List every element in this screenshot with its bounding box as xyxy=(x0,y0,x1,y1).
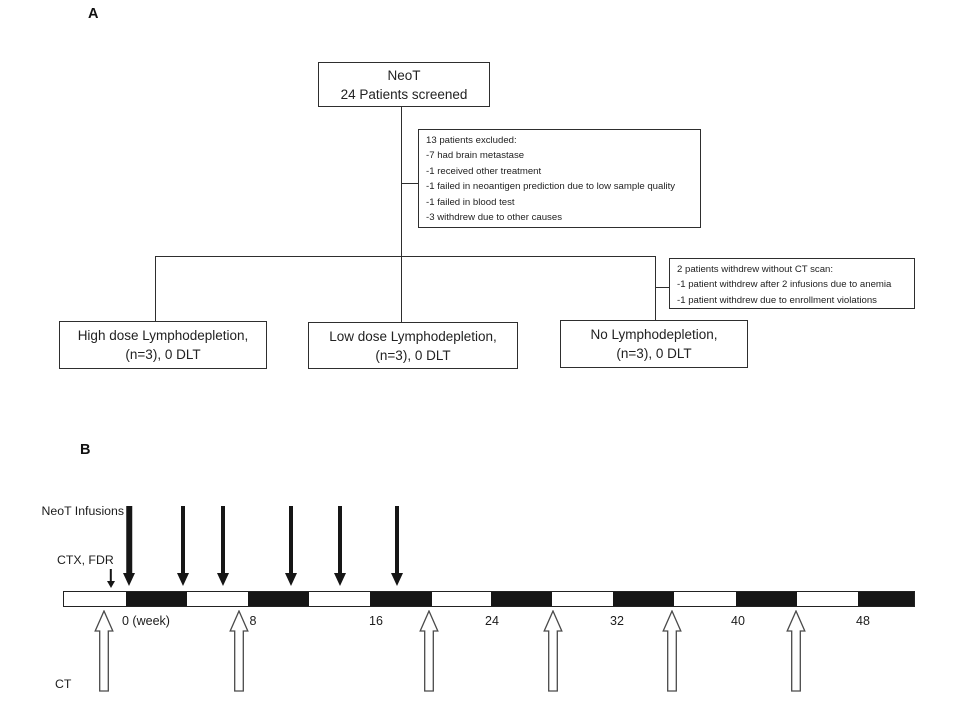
arm-box-no-lympho: No Lymphodepletion, (n=3), 0 DLT xyxy=(560,320,748,368)
ctx-fdr-label: CTX, FDR xyxy=(57,553,114,567)
screening-box-line1: NeoT xyxy=(387,67,421,83)
timeline-segment-black xyxy=(369,592,432,606)
timeline-segment-black xyxy=(247,592,309,606)
arm-box-line2: (n=3), 0 DLT xyxy=(125,347,201,362)
ct-arrow-icon xyxy=(94,610,114,692)
exclusion-box: 13 patients excluded: -7 had brain metas… xyxy=(418,129,701,228)
week-label-32: 32 xyxy=(610,614,624,628)
connector-line-drop-left xyxy=(155,256,157,321)
exclusion-line: -1 failed in blood test xyxy=(426,196,515,208)
screening-box: NeoT 24 Patients screened xyxy=(318,62,490,107)
ct-arrow-icon xyxy=(662,610,682,692)
connector-line-vertical-main xyxy=(401,107,403,256)
ct-arrow-icon xyxy=(419,610,439,692)
timeline-segment-black xyxy=(612,592,674,606)
timeline-segment-black xyxy=(125,592,187,606)
screening-box-line2: 24 Patients screened xyxy=(340,86,468,102)
ct-arrow-icon xyxy=(229,610,249,692)
connector-line-to-exclusion xyxy=(401,183,419,185)
arm-box-high-dose: High dose Lymphodepletion, (n=3), 0 DLT xyxy=(59,321,267,369)
ct-label: CT xyxy=(55,677,72,691)
neot-infusions-label: NeoT Infusions xyxy=(41,504,124,518)
withdrawal-line: -1 patient withdrew after 2 infusions du… xyxy=(677,279,892,291)
timeline-bar xyxy=(63,591,915,607)
timeline-segment-black xyxy=(490,592,552,606)
week-label-24: 24 xyxy=(485,614,499,628)
arm-box-line1: Low dose Lymphodepletion, xyxy=(329,328,497,344)
week-label-16: 16 xyxy=(369,614,383,628)
timeline-segment-black xyxy=(735,592,797,606)
exclusion-line: -1 failed in neoantigen prediction due t… xyxy=(426,181,676,193)
exclusion-line: -1 received other treatment xyxy=(426,165,542,177)
week-label-8: 8 xyxy=(249,614,257,628)
connector-line-branch xyxy=(155,256,656,258)
arm-box-line1: High dose Lymphodepletion, xyxy=(77,328,249,343)
week-label-40: 40 xyxy=(731,614,745,628)
withdrawal-box: 2 patients withdrew without CT scan: -1 … xyxy=(669,258,915,309)
arm-box-line2: (n=3), 0 DLT xyxy=(375,347,451,363)
timeline-segment-black xyxy=(857,592,914,606)
week-label-0: 0 (week) xyxy=(122,614,170,628)
week-label-48: 48 xyxy=(856,614,870,628)
panel-b-label: B xyxy=(80,442,91,458)
exclusion-line: 13 patients excluded: xyxy=(426,135,517,146)
connector-line-drop-mid xyxy=(401,256,403,322)
withdrawal-line: -1 patient withdrew due to enrollment vi… xyxy=(677,294,877,306)
withdrawal-line: 2 patients withdrew without CT scan: xyxy=(677,264,834,275)
arm-box-line2: (n=3), 0 DLT xyxy=(616,346,692,361)
exclusion-line: -7 had brain metastase xyxy=(426,150,525,162)
arm-box-low-dose: Low dose Lymphodepletion, (n=3), 0 DLT xyxy=(308,322,518,369)
panel-a-label: A xyxy=(88,6,99,22)
ct-arrow-icon xyxy=(786,610,806,692)
arm-box-line1: No Lymphodepletion, xyxy=(590,327,718,342)
connector-line-to-withdrawal xyxy=(655,287,669,289)
exclusion-line: -3 withdrew due to other causes xyxy=(426,212,562,224)
ct-arrow-icon xyxy=(543,610,563,692)
